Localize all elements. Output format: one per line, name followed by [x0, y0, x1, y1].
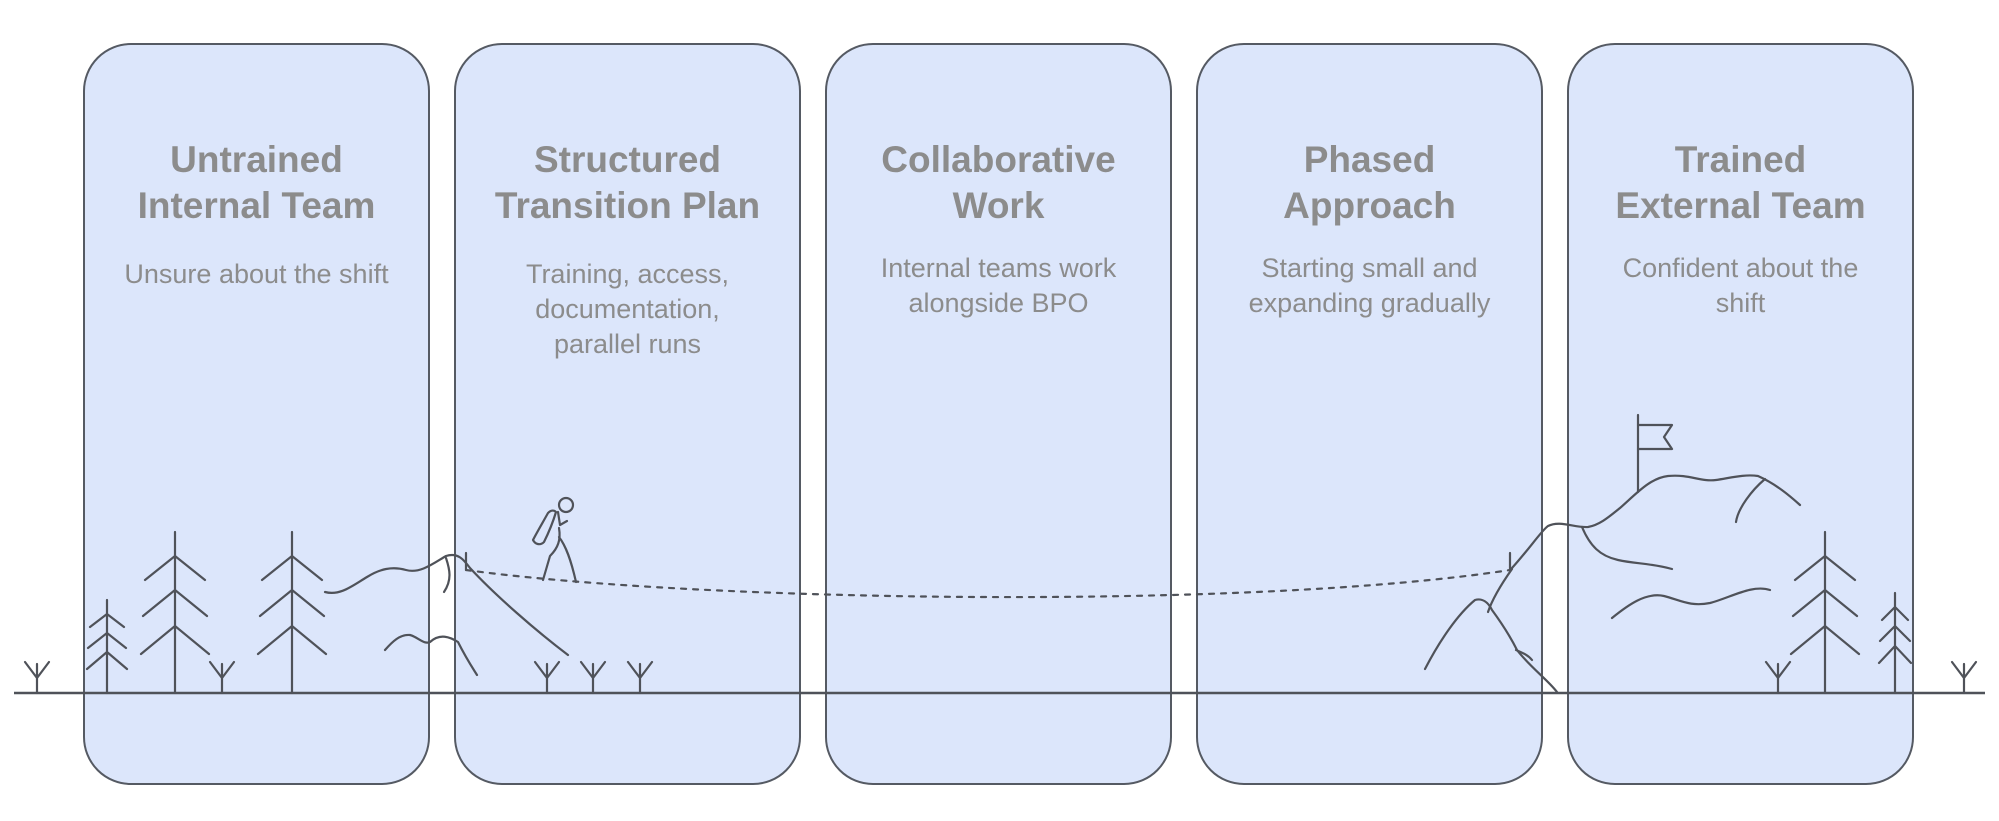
stage-title: Trained External Team	[1569, 137, 1912, 229]
stage-description: Confident about the shift	[1622, 253, 1859, 318]
stage-panel-trained-external-team: Trained External Team Confident about th…	[1567, 43, 1914, 785]
mountain-detail	[1610, 587, 1772, 620]
grass-sprout-icon	[1764, 660, 1792, 695]
pine-tree-icon	[139, 530, 211, 695]
grass-sprout-icon	[579, 660, 607, 695]
stage-panel-collaborative-work: Collaborative Work Internal teams work a…	[825, 43, 1172, 785]
pine-tree-icon	[1877, 591, 1913, 695]
mountain-detail	[1734, 477, 1767, 524]
pine-tree-icon	[85, 598, 129, 695]
stage-title-line-2: Transition Plan	[494, 185, 761, 226]
stage-description: Starting small and expanding gradually	[1248, 253, 1491, 318]
stage-title-line-1: Untrained	[170, 139, 343, 180]
grass-sprout-icon	[208, 660, 236, 695]
stage-title-line-1: Collaborative	[881, 139, 1116, 180]
hiker-icon	[531, 496, 578, 584]
hill-icon	[383, 633, 479, 677]
mountain-detail	[1486, 567, 1514, 614]
stage-title-line-1: Structured	[533, 139, 722, 180]
grass-sprout-icon	[533, 660, 561, 695]
mountain-detail	[1580, 525, 1674, 571]
grass-sprout-icon	[23, 660, 51, 695]
stage-title-line-2: Approach	[1283, 185, 1456, 226]
stage-title: Collaborative Work	[827, 137, 1170, 229]
stage-title-line-2: Internal Team	[137, 185, 376, 226]
stage-title: Phased Approach	[1198, 137, 1541, 229]
mountain-icon	[1423, 598, 1559, 694]
mountain-detail	[1514, 648, 1534, 662]
pine-tree-icon	[1789, 530, 1861, 695]
stage-title: Structured Transition Plan	[456, 137, 799, 229]
pine-tree-icon	[256, 530, 328, 695]
stage-title-line-2: External Team	[1615, 185, 1866, 226]
grass-sprout-icon	[626, 660, 654, 695]
dotted-path	[464, 568, 1512, 599]
hill-icon	[323, 553, 570, 657]
grass-sprout-icon	[1950, 660, 1978, 695]
hill-detail	[442, 556, 451, 594]
stage-title-line-1: Phased	[1303, 139, 1436, 180]
stage-title-line-2: Work	[952, 185, 1045, 226]
mountain-icon	[1510, 474, 1802, 570]
stage-panel-untrained-internal-team: Untrained Internal Team Unsure about the…	[83, 43, 430, 785]
flag-icon	[1636, 413, 1674, 494]
stage-panel-phased-approach: Phased Approach Starting small and expan…	[1196, 43, 1543, 785]
stage-panel-structured-transition-plan: Structured Transition Plan Training, acc…	[454, 43, 801, 785]
stage-description: Training, access, documentation, paralle…	[525, 259, 730, 359]
stage-title: Untrained Internal Team	[85, 137, 428, 229]
stage-description: Internal teams work alongside BPO	[880, 253, 1117, 318]
stage-title-line-1: Trained	[1674, 139, 1807, 180]
stage-description: Unsure about the shift	[124, 259, 389, 289]
